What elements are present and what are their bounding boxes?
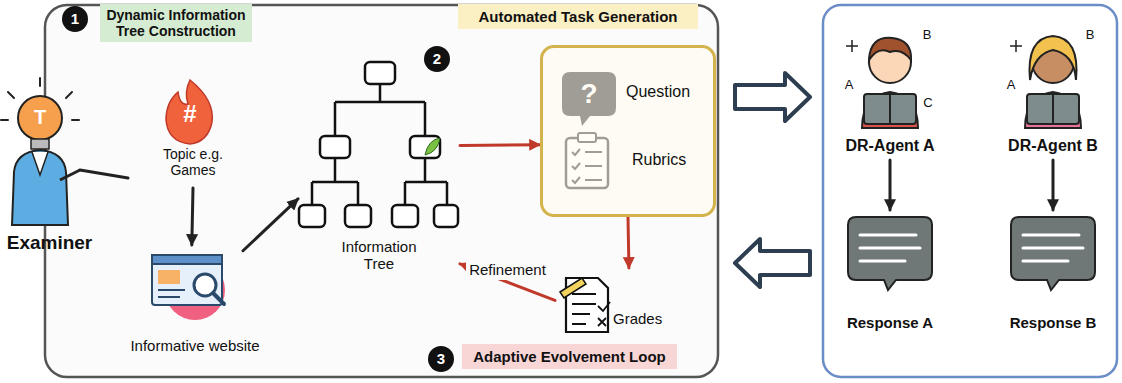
node-text: Informative website bbox=[115, 337, 275, 354]
sparkle-letter: A bbox=[1004, 78, 1018, 93]
connector-arrow bbox=[192, 188, 193, 245]
callout-number: 1 bbox=[62, 6, 88, 32]
node-text: DR-Agent B bbox=[998, 137, 1108, 155]
topic-icon: Topic e.g. Games bbox=[150, 78, 236, 188]
icon-symbol: # bbox=[178, 100, 202, 128]
sparkle-letter: C bbox=[921, 96, 935, 111]
examiner-figure: Examiner bbox=[2, 95, 97, 255]
connector-arrow bbox=[460, 143, 540, 147]
node-text: Examiner bbox=[2, 232, 97, 254]
connector-arrow bbox=[1052, 160, 1055, 210]
response-bubble: Response A bbox=[835, 210, 945, 338]
node-text: Grades bbox=[613, 310, 667, 327]
sparkle-letter: A bbox=[842, 78, 856, 93]
step-heading: Dynamic Information Tree Construction bbox=[100, 4, 252, 42]
agent-figure: DR-Agent B bbox=[998, 25, 1108, 160]
step-heading: Adaptive Evolvement Loop bbox=[462, 344, 677, 369]
node-text: Rubrics bbox=[632, 151, 712, 169]
connector-arrow bbox=[627, 217, 631, 268]
edge-label: Refinement bbox=[466, 260, 549, 279]
callout-number: 2 bbox=[424, 46, 450, 72]
task-box: QuestionRubrics bbox=[540, 45, 716, 217]
node-text: Response B bbox=[998, 314, 1108, 331]
grades-icon: Grades bbox=[555, 268, 667, 340]
node-text: Topic e.g. Games bbox=[150, 146, 236, 178]
icon-letter: T bbox=[30, 106, 50, 129]
step-heading: Automated Task Generation bbox=[458, 4, 698, 29]
website-icon: Informative website bbox=[115, 245, 275, 360]
agent-figure: DR-Agent A bbox=[835, 25, 945, 160]
node-text: DR-Agent A bbox=[835, 137, 945, 155]
node-text: Question bbox=[626, 83, 712, 101]
connector-arrow bbox=[889, 160, 892, 210]
node-text: Response A bbox=[835, 314, 945, 331]
response-bubble: Response B bbox=[998, 210, 1108, 338]
sparkle-letter: B bbox=[920, 28, 934, 43]
information-tree: Information Tree bbox=[298, 55, 460, 287]
sparkle-letter: B bbox=[1083, 28, 1097, 43]
node-text: Information Tree bbox=[329, 238, 429, 273]
callout-number: 3 bbox=[428, 346, 454, 372]
connector-arrow bbox=[243, 199, 298, 251]
